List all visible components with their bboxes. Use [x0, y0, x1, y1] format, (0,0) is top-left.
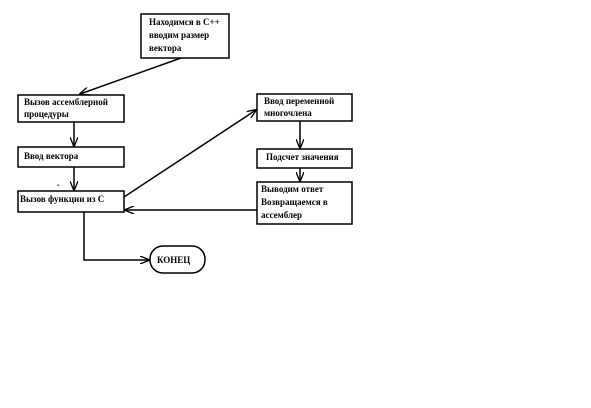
node-call-c-line-1: Вызов функции из С — [20, 194, 104, 204]
node-output-line-3: ассемблер — [261, 210, 302, 220]
node-input-vector: Ввод вектора — [17, 146, 125, 168]
node-start-line-3: вектора — [149, 43, 182, 53]
node-compute-line-1: Подсчет значения — [266, 152, 339, 162]
node-compute: Подсчет значения — [256, 148, 353, 169]
node-output: Выводим ответ Возвращаемся в ассемблер — [256, 181, 353, 225]
node-output-line-2: Возвращаемся в — [261, 197, 328, 207]
edge-call-c-to-input-poly — [123, 110, 256, 198]
stray-dot: . — [57, 178, 59, 188]
node-call-asm-line-2: процедуры — [24, 109, 69, 119]
node-input-poly: Ввод переменной многочлена — [256, 93, 353, 122]
node-start-line-2: вводим размер — [149, 30, 209, 40]
node-end-line-1: КОНЕЦ — [157, 255, 190, 265]
node-call-c: Вызов функции из С — [17, 190, 125, 213]
node-input-vector-line-1: Ввод вектора — [24, 151, 79, 161]
node-call-asm: Вызов ассемблерной процедуры — [17, 94, 125, 123]
node-input-poly-line-1: Ввод переменной — [264, 96, 334, 106]
node-input-poly-line-2: многочлена — [264, 108, 312, 118]
node-call-asm-line-1: Вызов ассемблерной — [24, 97, 108, 107]
edge-start-to-call-asm — [80, 57, 182, 94]
node-start: Находимся в С++ вводим размер вектора — [140, 13, 230, 59]
edge-call-c-to-end — [83, 212, 149, 260]
node-output-line-1: Выводим ответ — [261, 184, 324, 194]
node-start-line-1: Находимся в С++ — [149, 17, 220, 27]
node-end: КОНЕЦ — [149, 245, 206, 274]
